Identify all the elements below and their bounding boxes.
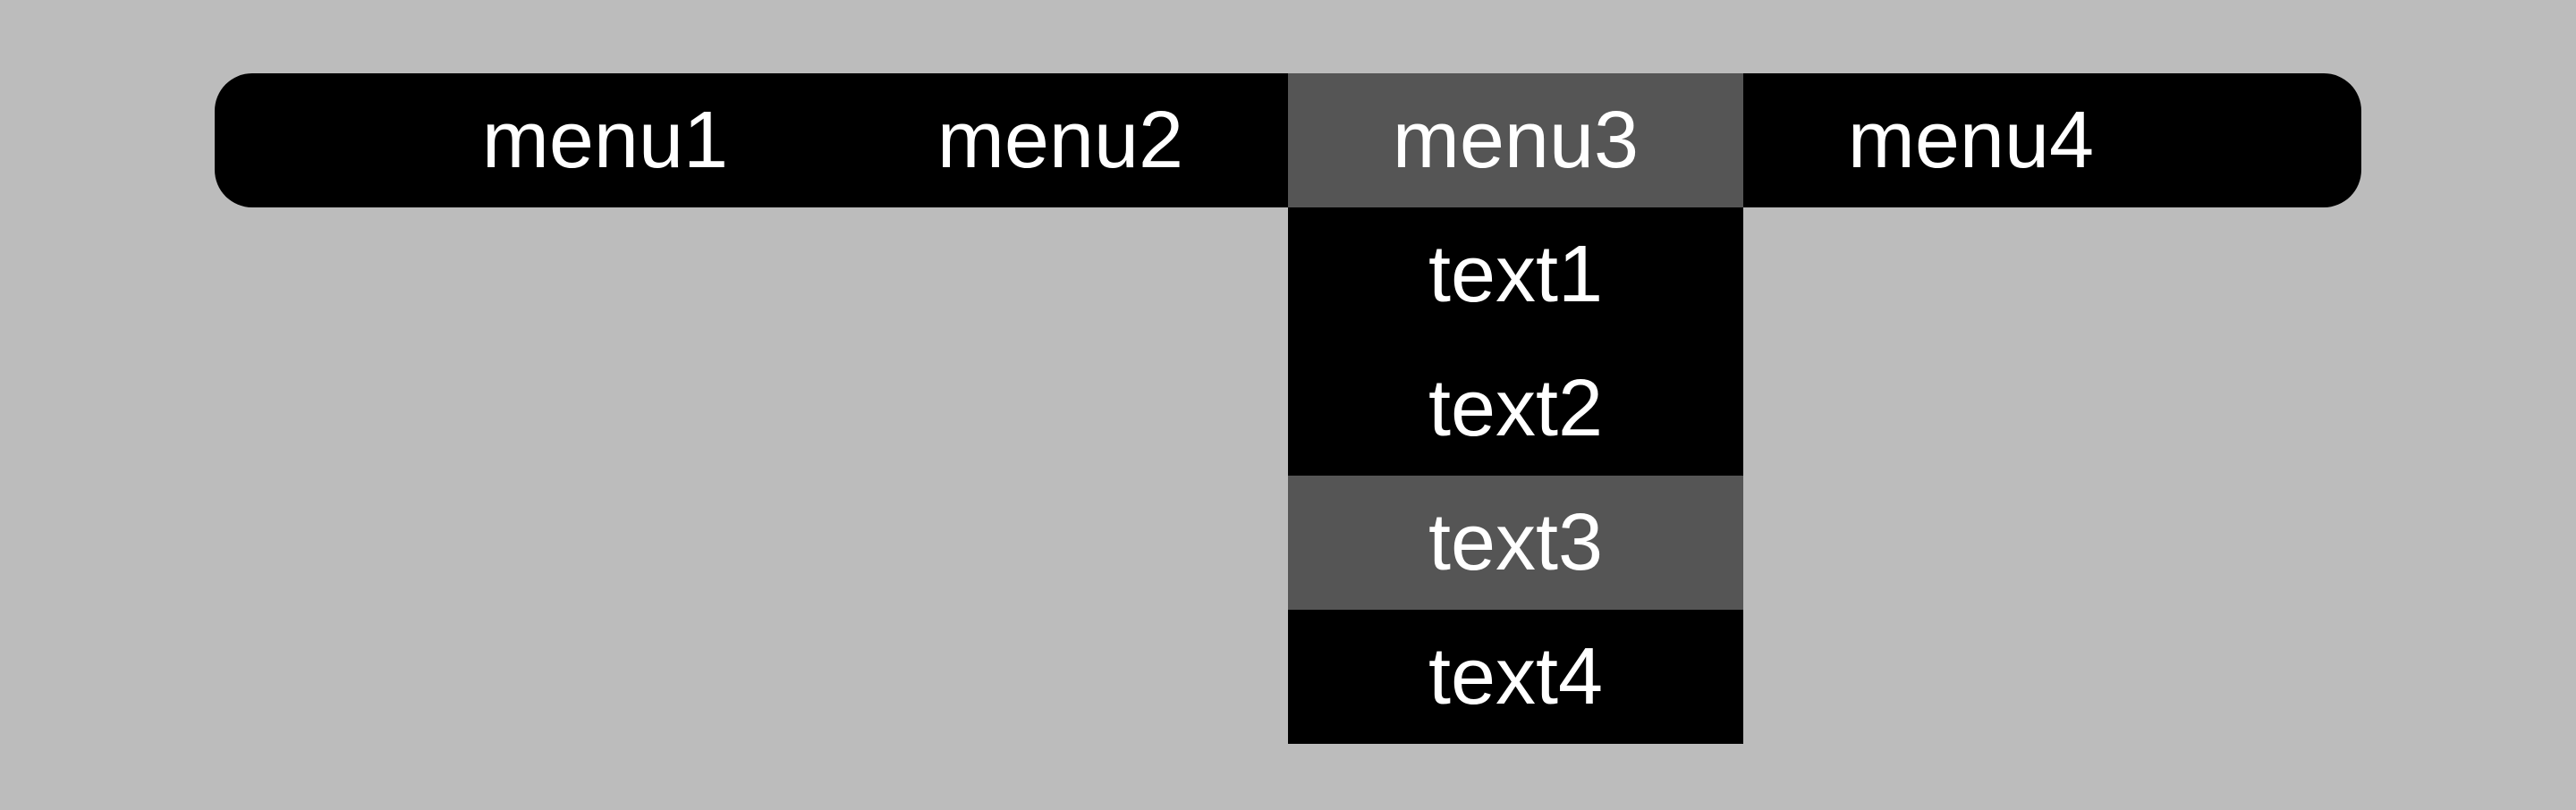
menu-item-menu4[interactable]: menu4 xyxy=(1847,96,2095,185)
dropdown-item-text3[interactable]: text3 xyxy=(1288,476,1743,610)
dropdown-menu: text1 text2 text3 text4 xyxy=(1288,207,1743,744)
menu-item-menu3[interactable]: menu3 text1 text2 text3 text4 xyxy=(1288,73,1743,744)
dropdown-item-text4[interactable]: text4 xyxy=(1288,610,1743,744)
menu-bar: menu1 menu2 menu3 text1 text2 text3 text… xyxy=(215,73,2361,744)
menu-item-menu2[interactable]: menu2 xyxy=(936,96,1184,185)
menu-item-menu3-label: menu3 xyxy=(1392,96,1640,185)
dropdown-item-text2[interactable]: text2 xyxy=(1288,342,1743,476)
menu-item-menu1[interactable]: menu1 xyxy=(481,96,729,185)
dropdown-item-text1[interactable]: text1 xyxy=(1288,207,1743,342)
